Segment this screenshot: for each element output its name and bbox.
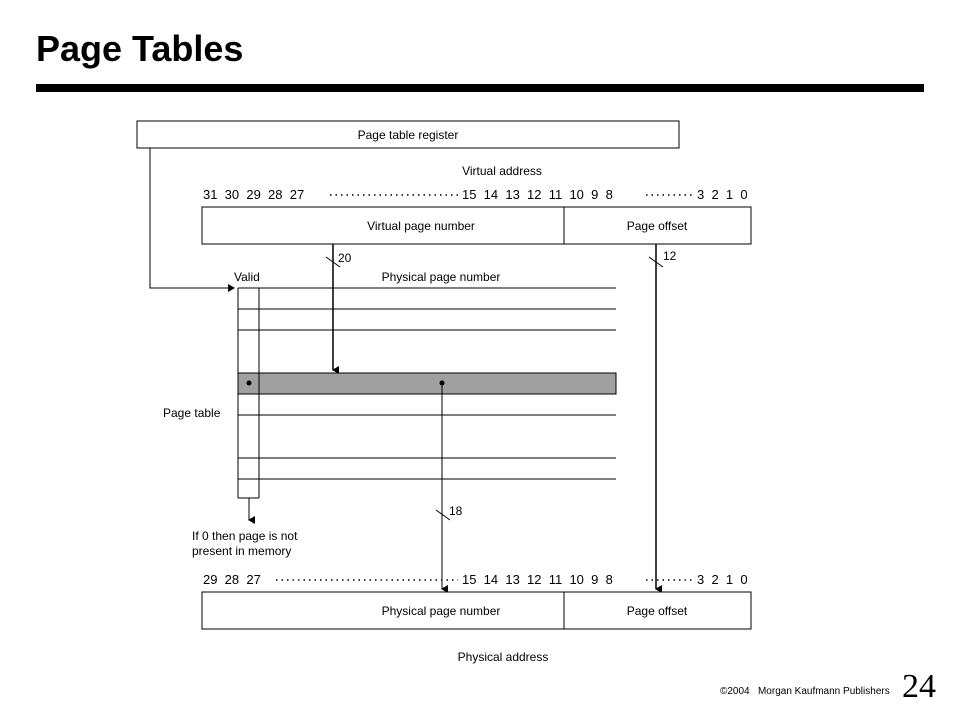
virtual-bits-high: 31 30 29 28 27 [203, 187, 304, 202]
physical-bits-high: 29 28 27 [203, 572, 261, 587]
virtual-address-label: Virtual address [462, 164, 542, 178]
ppn-width-slash [435, 509, 451, 521]
physical-bits-low: 3 2 1 0 [697, 572, 748, 587]
invalid-note-line1: If 0 then page is not [192, 529, 298, 543]
copyright-symbol: © [720, 686, 728, 697]
copyright-year: 2004 [727, 686, 750, 697]
virtual-page-offset-label: Page offset [627, 219, 688, 233]
physical-page-offset-label: Page offset [627, 604, 688, 618]
title-rule [36, 84, 924, 92]
page-number: 24 [902, 668, 936, 705]
ppn-column-header: Physical page number [382, 270, 501, 284]
slide-title: Page Tables [36, 28, 244, 69]
page-table-highlight-row [237, 372, 617, 395]
physical-address-label: Physical address [458, 650, 549, 664]
invalid-note-line2: present in memory [192, 544, 291, 558]
page-table-label: Page table [163, 406, 221, 420]
offset-width-label: 12 [663, 249, 677, 263]
physical-page-number-label: Physical page number [382, 604, 501, 618]
publisher-name: Morgan Kaufmann Publishers [757, 686, 890, 697]
virtual-bits-mid: 15 14 13 12 11 10 9 8 [462, 187, 613, 202]
page-table-register-box [136, 120, 680, 149]
vpn-width-label: 20 [338, 251, 352, 265]
ppn-width-label: 18 [449, 504, 463, 518]
footer-copyright: ©2004 Morgan Kaufmann Publishers [720, 686, 890, 697]
page-table-register-label: Page table register [358, 128, 459, 142]
physical-bits-mid: 15 14 13 12 11 10 9 8 [462, 572, 613, 587]
virtual-page-number-label: Virtual page number [367, 219, 475, 233]
offset-width-slash [648, 256, 664, 268]
register-pointer-line [149, 148, 235, 292]
vpn-width-slash [325, 256, 341, 268]
page-table [237, 287, 617, 499]
virtual-bits-low: 3 2 1 0 [697, 187, 748, 202]
valid-column-header: Valid [234, 270, 260, 284]
valid-bit-dot [246, 380, 252, 386]
physical-page-offset-field [563, 591, 752, 630]
virtual-page-offset-field [563, 206, 752, 245]
physical-page-number-field [201, 591, 565, 630]
